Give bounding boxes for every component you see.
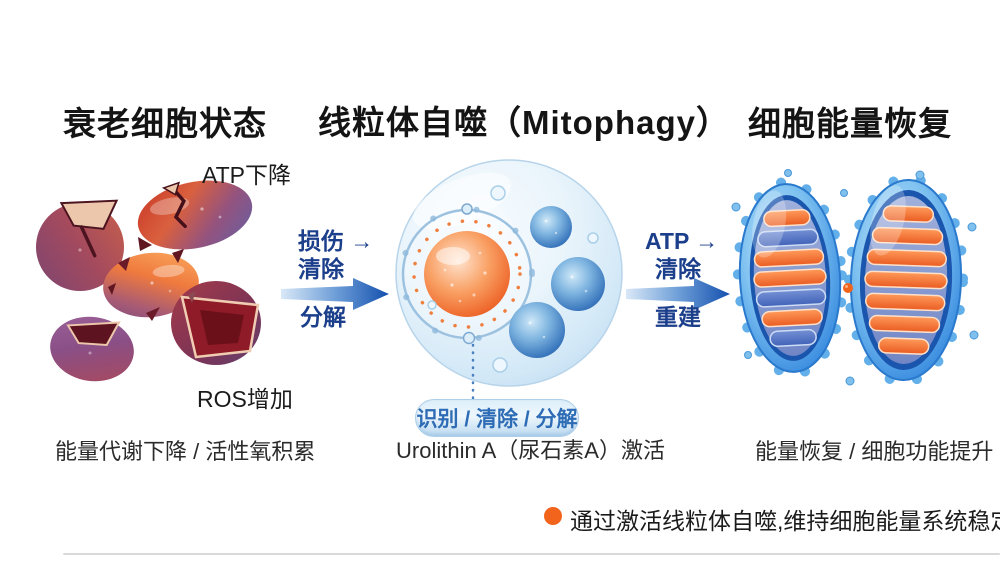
healthy-mitochondria-icon (731, 169, 979, 387)
arrow-right-icon (281, 278, 389, 310)
mitophagy-steps-pill: 识别 / 清除 / 分解 (415, 399, 579, 437)
bullet-dot-icon (544, 507, 562, 525)
autophagy-cell-illustration (390, 155, 630, 405)
mitophagy-steps-label: 识别 / 清除 / 分解 (416, 408, 578, 431)
arrow-right-line3: 重建 (655, 304, 701, 330)
arrow-right-line1: ATP → (645, 228, 719, 254)
ros-increase-label: ROS增加 (197, 386, 293, 412)
arrow-left-line1: 损伤 → (298, 228, 374, 254)
recovery-caption: 能量恢复 / 细胞功能提升 (755, 439, 994, 464)
footer-note: 通过激活线粒体自噬,维持细胞能量系统稳定 (570, 508, 1000, 534)
damaged-mitochondria-icon (36, 180, 261, 382)
stage-title-mitophagy: 线粒体自噬（Mitophagy） (318, 104, 730, 141)
atp-decrease-label: ATP下降 (202, 162, 292, 188)
stage-title-recovery: 细胞能量恢复 (748, 105, 952, 142)
healthy-mitochondria-illustration (728, 165, 980, 407)
arrow-left-line2: 清除 (298, 256, 344, 282)
arrow-left-line3: 分解 (300, 304, 346, 330)
process-arrow-right (626, 277, 732, 311)
damaged-mitochondria-illustration (20, 155, 285, 405)
arrow-right-icon (626, 278, 730, 310)
aging-caption: 能量代谢下降 / 活性氧积累 (55, 439, 316, 464)
arrow-right-line2: 清除 (655, 256, 701, 282)
bottom-divider (63, 553, 1000, 555)
process-arrow-left (281, 277, 391, 311)
stage-title-aging: 衰老细胞状态 (63, 105, 267, 142)
urolithin-caption: Urolithin A（尿石素A）激活 (396, 438, 665, 463)
autophagy-cell-icon (395, 159, 623, 401)
